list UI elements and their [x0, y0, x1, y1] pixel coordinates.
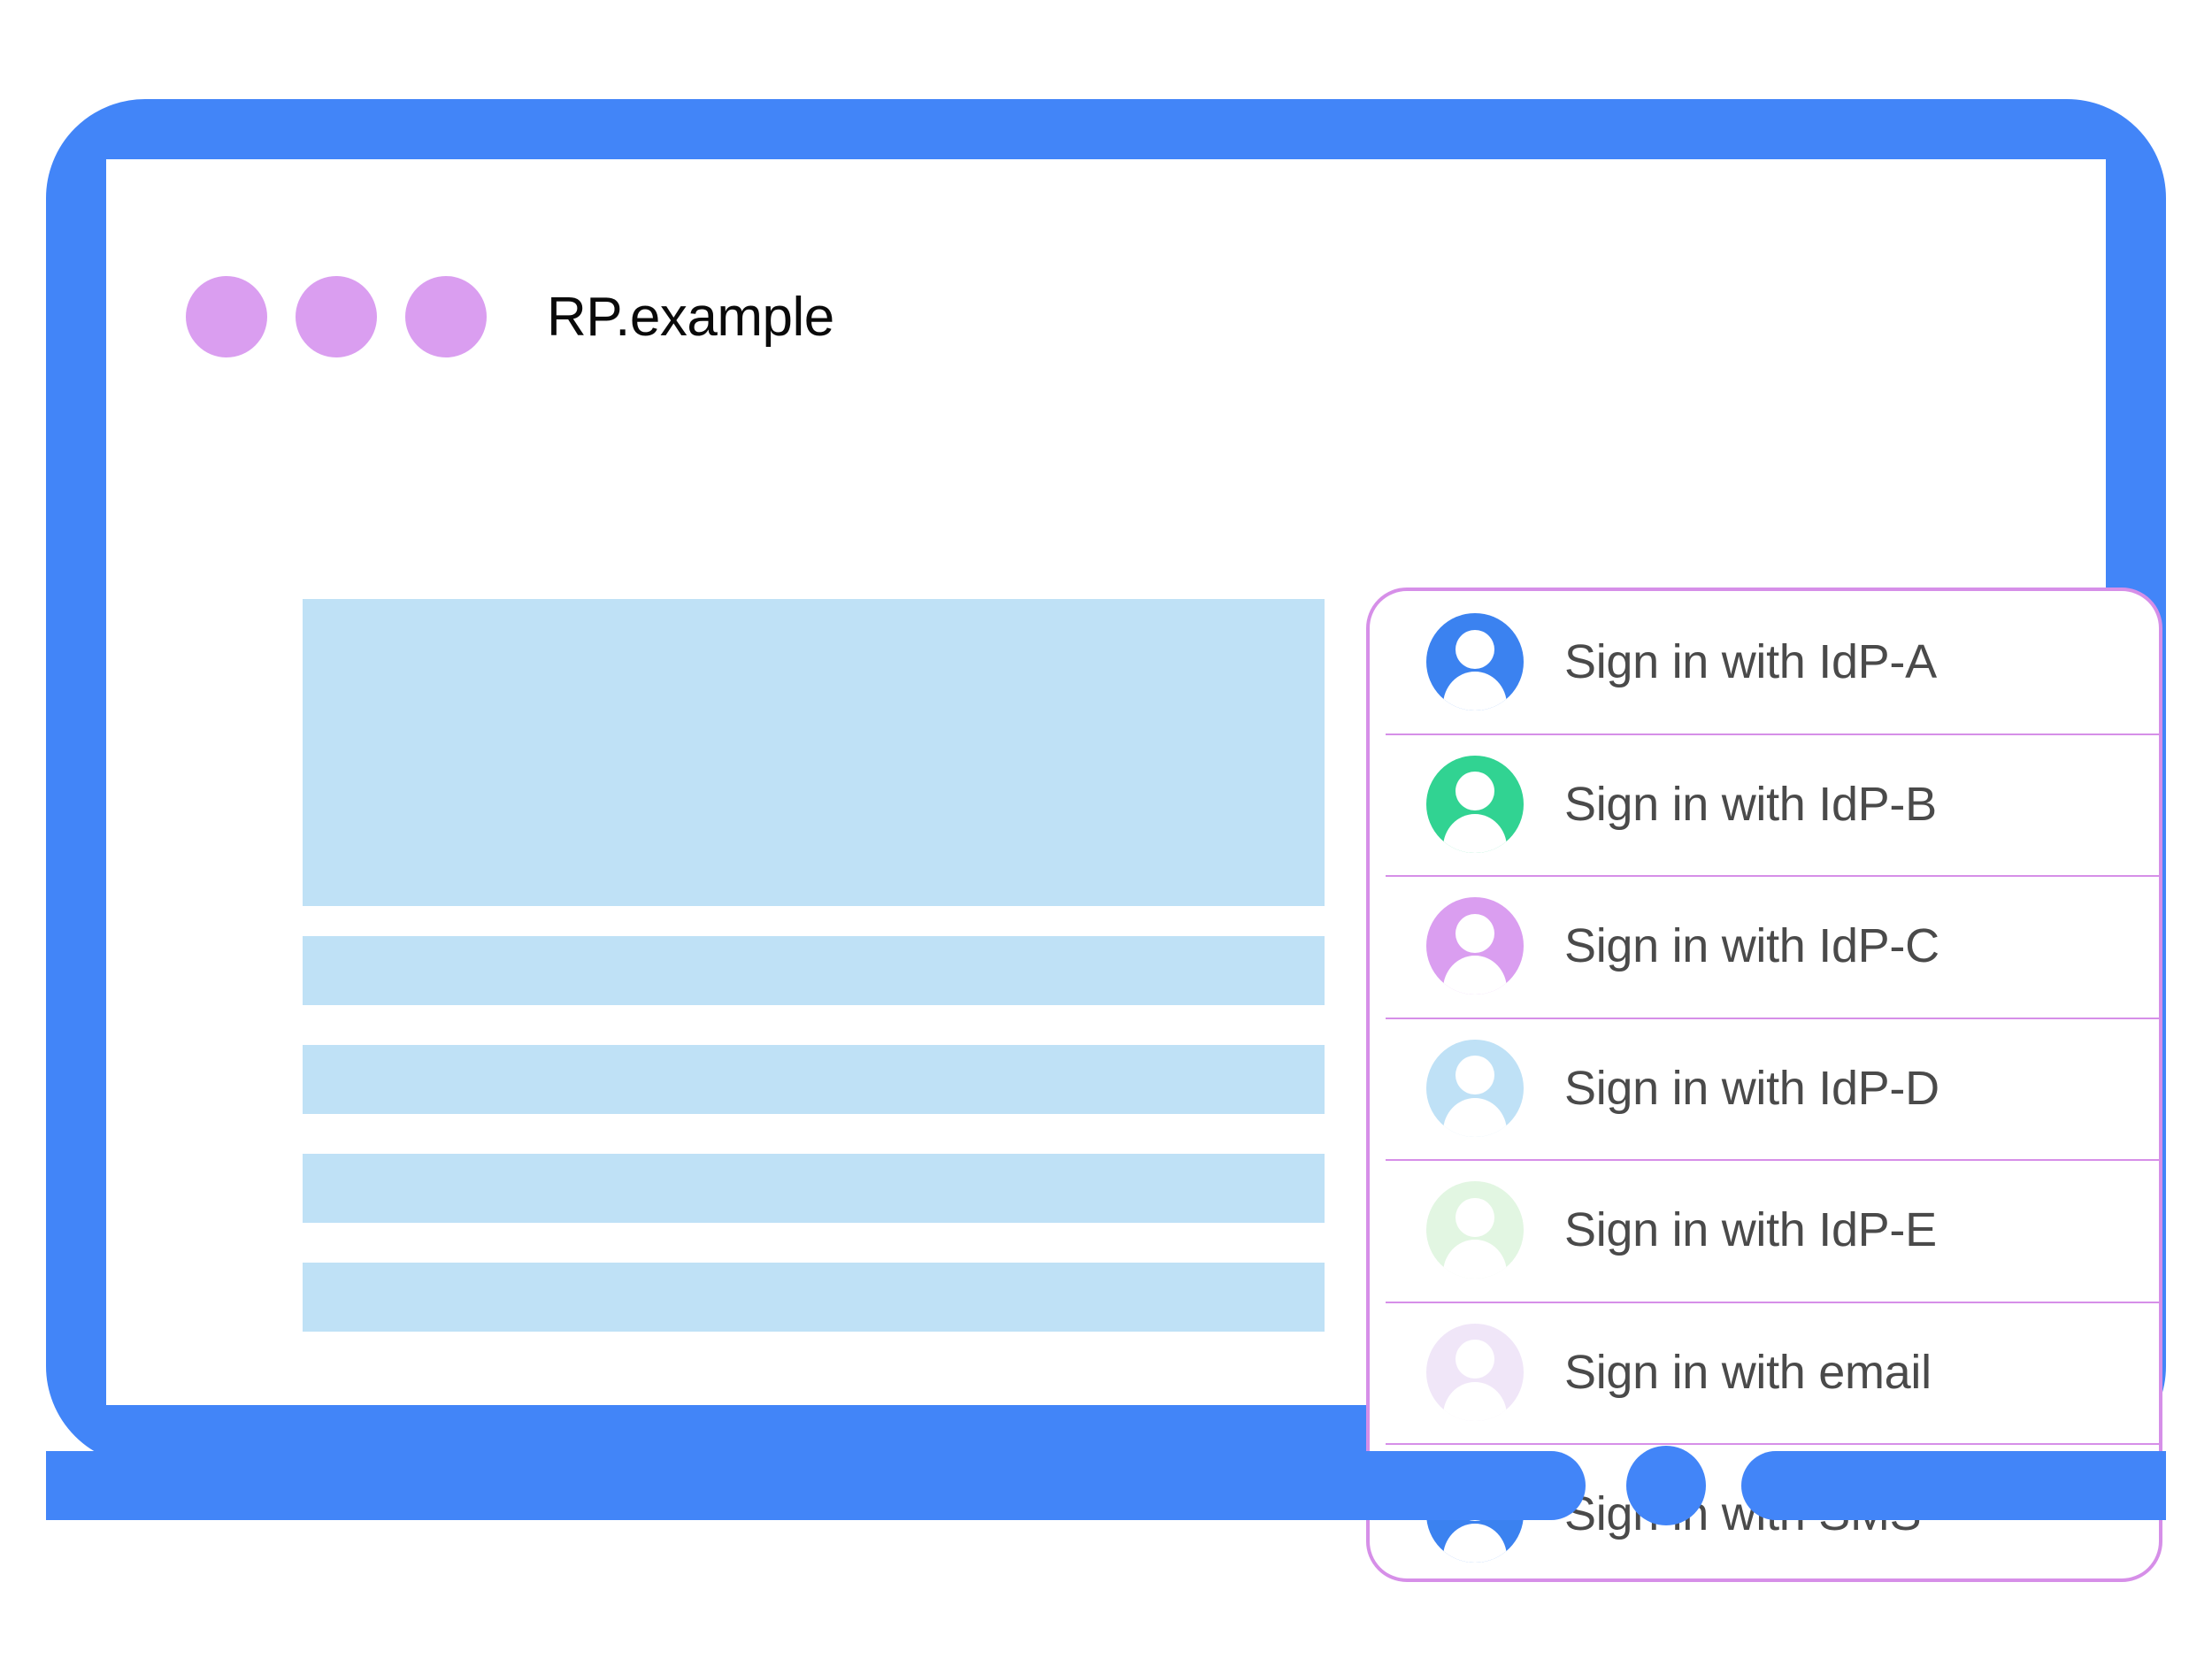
- signin-provider-panel: Sign in with IdP-A Sign in with IdP-B Si…: [1366, 588, 2162, 1582]
- person-avatar-icon: [1426, 755, 1524, 853]
- window-dot-3[interactable]: [405, 276, 487, 357]
- placeholder-bar-3: [303, 1154, 1325, 1223]
- window-dot-1[interactable]: [186, 276, 267, 357]
- person-avatar-icon: [1426, 1181, 1524, 1279]
- device-chin-right: [1741, 1451, 2166, 1520]
- signin-option-idp-a[interactable]: Sign in with IdP-A: [1370, 591, 2159, 733]
- window-titlebar: RP.example: [186, 274, 834, 359]
- person-avatar-icon: [1426, 1323, 1524, 1421]
- signin-option-idp-c[interactable]: Sign in with IdP-C: [1370, 875, 2159, 1018]
- person-avatar-icon: [1426, 1039, 1524, 1137]
- signin-option-label: Sign in with email: [1564, 1345, 1932, 1399]
- placeholder-hero-block: [303, 599, 1325, 906]
- home-button[interactable]: [1626, 1446, 1706, 1525]
- signin-option-label: Sign in with IdP-C: [1564, 919, 1939, 973]
- window-dot-2[interactable]: [296, 276, 377, 357]
- signin-option-idp-b[interactable]: Sign in with IdP-B: [1370, 733, 2159, 876]
- signin-option-idp-e[interactable]: Sign in with IdP-E: [1370, 1159, 2159, 1302]
- placeholder-bar-1: [303, 936, 1325, 1005]
- signin-option-label: Sign in with IdP-A: [1564, 635, 1937, 689]
- signin-option-label: Sign in with IdP-E: [1564, 1203, 1937, 1257]
- placeholder-bar-2: [303, 1045, 1325, 1114]
- placeholder-bar-4: [303, 1263, 1325, 1332]
- device-chin-left: [46, 1451, 1586, 1520]
- page-title: RP.example: [547, 286, 834, 348]
- content-placeholder-column: [303, 599, 1325, 1332]
- person-avatar-icon: [1426, 897, 1524, 995]
- signin-option-label: Sign in with IdP-B: [1564, 777, 1937, 831]
- signin-option-email[interactable]: Sign in with email: [1370, 1301, 2159, 1444]
- browser-window: RP.example Sign in with IdP-A Sign in wi…: [106, 159, 2162, 1582]
- person-avatar-icon: [1426, 613, 1524, 711]
- signin-option-idp-d[interactable]: Sign in with IdP-D: [1370, 1017, 2159, 1160]
- signin-option-label: Sign in with IdP-D: [1564, 1061, 1939, 1115]
